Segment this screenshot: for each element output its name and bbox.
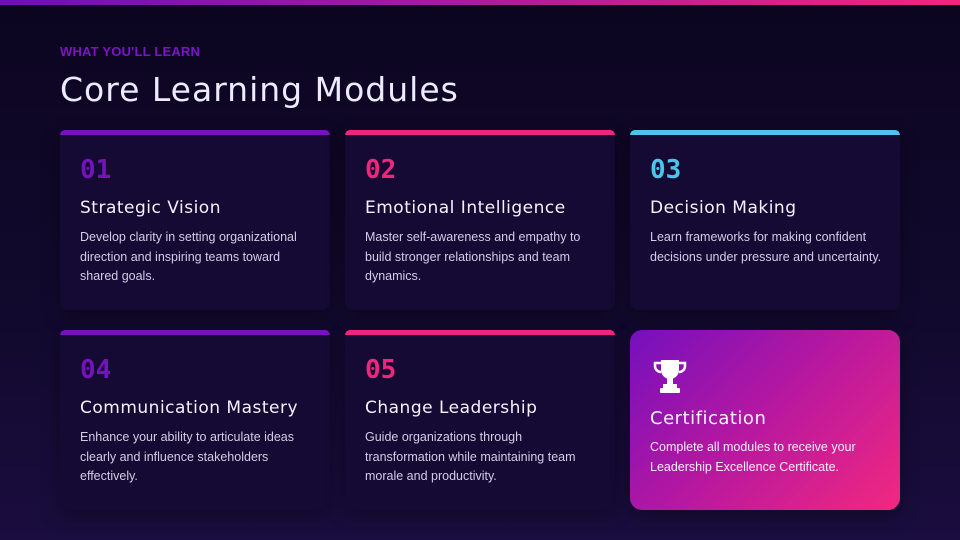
- top-accent-bar: [0, 0, 960, 5]
- module-description: Master self-awareness and empathy to bui…: [365, 230, 581, 283]
- card-accent-bar: [345, 130, 615, 135]
- card-accent-bar: [345, 330, 615, 335]
- module-number: 02: [365, 155, 397, 185]
- certification-title: Certification: [650, 408, 767, 429]
- section-eyebrow: WHAT YOU'LL LEARN: [60, 44, 201, 59]
- certification-description: Complete all modules to receive your Lea…: [650, 440, 856, 474]
- module-card-emotional-intelligence: 02 Emotional Intelligence Master self-aw…: [345, 130, 615, 310]
- trophy-icon: [653, 360, 687, 393]
- module-description: Enhance your ability to articulate ideas…: [80, 430, 295, 483]
- module-card-change-leadership: 05 Change Leadership Guide organizations…: [345, 330, 615, 510]
- module-card-communication-mastery: 04 Communication Mastery Enhance your ab…: [60, 330, 330, 510]
- module-title: Emotional Intelligence: [365, 198, 566, 218]
- module-title: Communication Mastery: [80, 398, 299, 418]
- module-title: Decision Making: [650, 198, 797, 218]
- module-card-strategic-vision: 01 Strategic Vision Develop clarity in s…: [60, 130, 330, 310]
- module-number: 05: [365, 355, 397, 385]
- module-description: Develop clarity in setting organizationa…: [80, 230, 297, 283]
- module-description: Guide organizations through transformati…: [365, 430, 576, 483]
- page-title: Core Learning Modules: [60, 70, 459, 109]
- module-description: Learn frameworks for making confident de…: [650, 230, 882, 264]
- card-accent-bar: [630, 130, 900, 135]
- module-title: Strategic Vision: [80, 198, 221, 218]
- module-number: 04: [80, 355, 112, 385]
- certification-card: Certification Complete all modules to re…: [630, 330, 900, 510]
- card-accent-bar: [60, 330, 330, 335]
- card-accent-bar: [60, 130, 330, 135]
- module-card-decision-making: 03 Decision Making Learn frameworks for …: [630, 130, 900, 310]
- module-number: 03: [650, 155, 682, 185]
- module-number: 01: [80, 155, 112, 185]
- module-title: Change Leadership: [365, 398, 538, 418]
